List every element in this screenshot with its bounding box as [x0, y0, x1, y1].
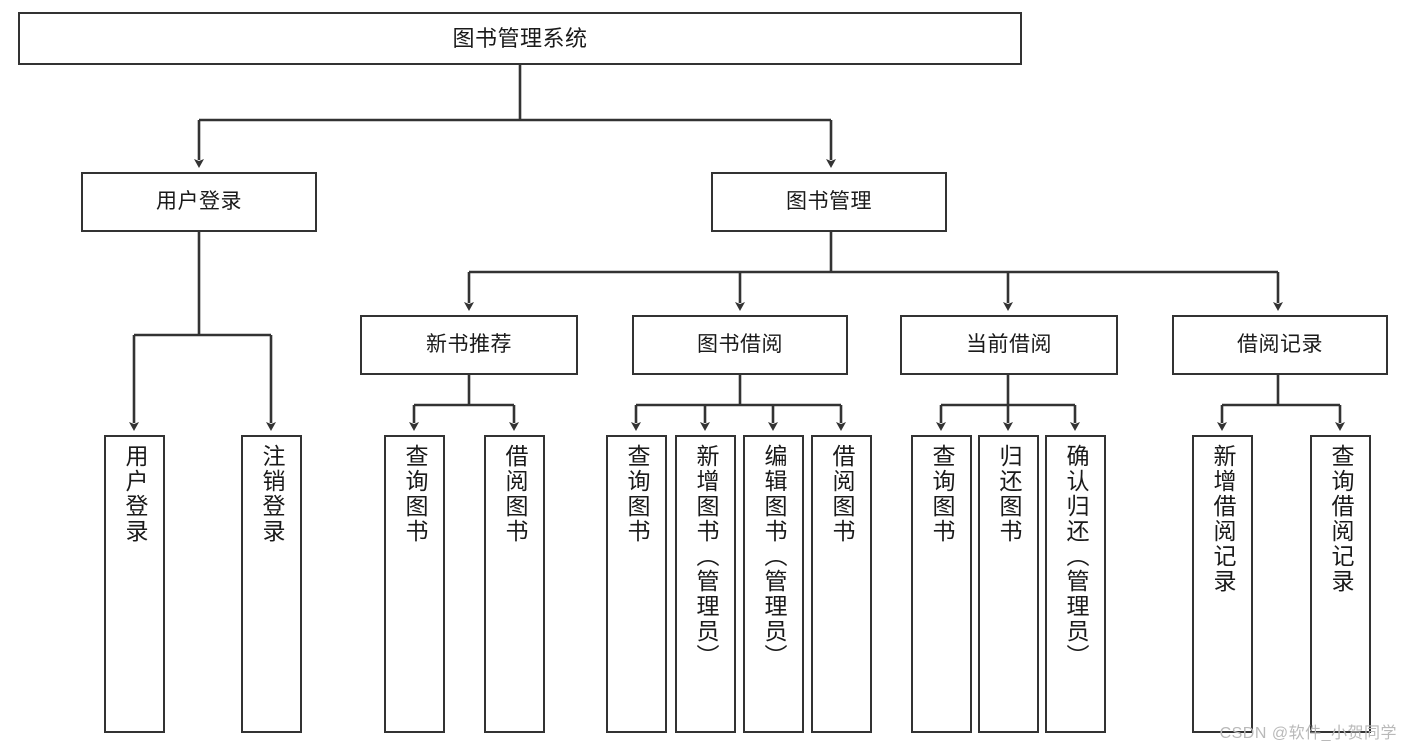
leaf-borrow-edit-book-admin[interactable]: 编辑图书（管理员）	[743, 435, 804, 733]
node-label: 归还图书	[996, 444, 1022, 544]
leaf-borrow-query-book[interactable]: 查询图书	[606, 435, 667, 733]
leaf-recommend-borrow-book[interactable]: 借阅图书	[484, 435, 545, 733]
node-label: 图书借阅	[697, 332, 783, 356]
node-label: 编辑图书（管理员）	[761, 444, 787, 669]
node-label: 用户登录	[156, 189, 242, 213]
node-label: 借阅记录	[1237, 332, 1323, 356]
node-label: 图书管理	[786, 189, 872, 213]
leaf-recommend-query-book[interactable]: 查询图书	[384, 435, 445, 733]
node-label: 查询图书	[929, 444, 955, 544]
node-label: 确认归还（管理员）	[1063, 444, 1089, 669]
watermark-text: CSDN @软件_小贺同学	[1219, 725, 1397, 742]
node-label: 查询借阅记录	[1328, 444, 1354, 594]
node-label: 新增图书（管理员）	[693, 444, 719, 669]
node-current-borrow[interactable]: 当前借阅	[900, 315, 1118, 375]
leaf-user-login-signin[interactable]: 用户登录	[104, 435, 165, 733]
node-user-login[interactable]: 用户登录	[81, 172, 317, 232]
node-label: 查询图书	[402, 444, 428, 544]
leaf-current-confirm-return-admin[interactable]: 确认归还（管理员）	[1045, 435, 1106, 733]
node-book-management[interactable]: 图书管理	[711, 172, 947, 232]
node-label: 用户登录	[122, 444, 148, 544]
leaf-record-add-record[interactable]: 新增借阅记录	[1192, 435, 1253, 733]
node-borrow-record[interactable]: 借阅记录	[1172, 315, 1388, 375]
leaf-user-login-signout[interactable]: 注销登录	[241, 435, 302, 733]
node-label: 新增借阅记录	[1210, 444, 1236, 594]
node-book-borrow[interactable]: 图书借阅	[632, 315, 848, 375]
node-label: 注销登录	[259, 444, 285, 544]
node-label: 借阅图书	[502, 444, 528, 544]
node-label: 借阅图书	[829, 444, 855, 544]
leaf-borrow-borrow-book[interactable]: 借阅图书	[811, 435, 872, 733]
node-label: 当前借阅	[966, 332, 1052, 356]
node-label: 图书管理系统	[452, 25, 588, 51]
leaf-current-return-book[interactable]: 归还图书	[978, 435, 1039, 733]
leaf-record-query-record[interactable]: 查询借阅记录	[1310, 435, 1371, 733]
node-new-book-recommend[interactable]: 新书推荐	[360, 315, 578, 375]
node-label: 新书推荐	[426, 332, 512, 356]
leaf-borrow-add-book-admin[interactable]: 新增图书（管理员）	[675, 435, 736, 733]
node-root-system[interactable]: 图书管理系统	[18, 12, 1022, 65]
node-label: 查询图书	[624, 444, 650, 544]
leaf-current-query-book[interactable]: 查询图书	[911, 435, 972, 733]
